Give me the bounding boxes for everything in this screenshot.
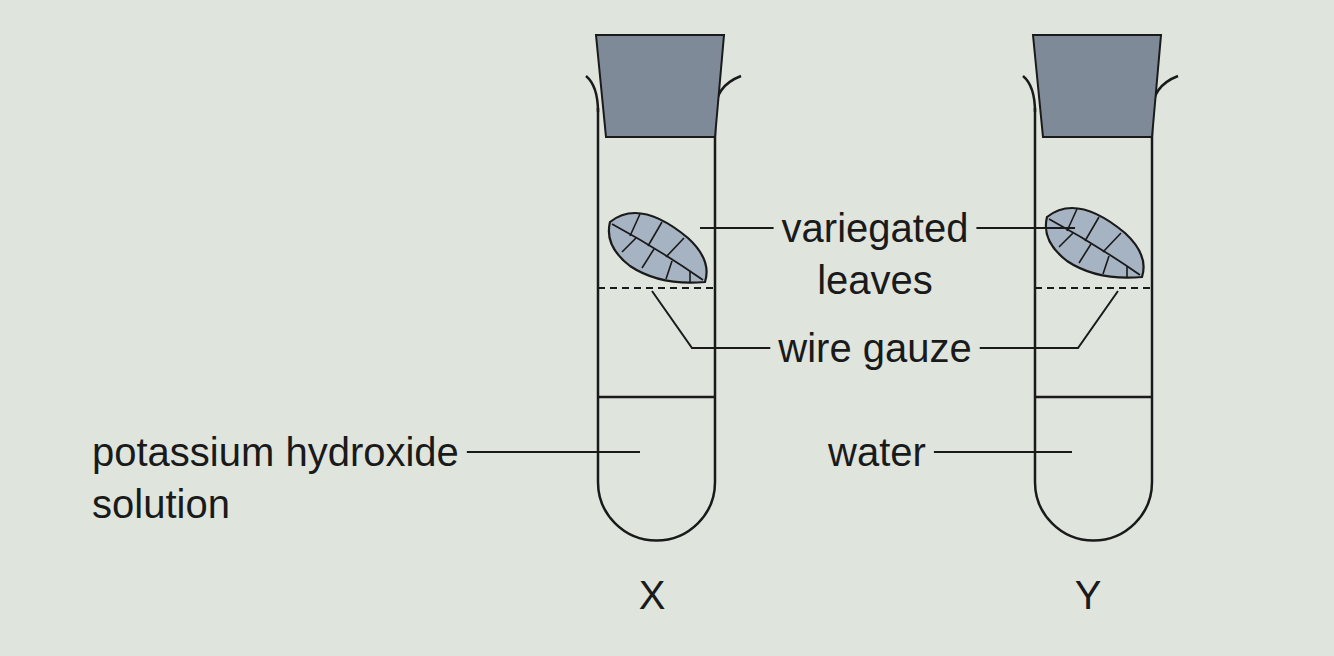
- leader-line: [976, 227, 1075, 229]
- part-label-box: water: [800, 426, 954, 478]
- part-label: variegated leaves: [782, 206, 969, 302]
- leader-line: [652, 291, 770, 348]
- part-label-box: potassium hydroxide solution: [92, 426, 562, 530]
- tube-letter-box: X: [612, 569, 692, 621]
- leader-line: [467, 451, 640, 453]
- part-label-box: variegated leaves: [755, 202, 995, 306]
- leader-line: [934, 451, 1072, 453]
- part-label: water: [828, 430, 926, 474]
- tube-letter: Y: [1075, 573, 1102, 617]
- leader-line: [700, 227, 774, 229]
- part-label-box: wire gauze: [755, 322, 995, 374]
- part-label: potassium hydroxide solution: [92, 430, 459, 526]
- test-tube-x: [586, 35, 741, 541]
- tube-letter-box: Y: [1048, 569, 1128, 621]
- leader-line: [980, 291, 1118, 348]
- test-tube-y: [1023, 35, 1178, 541]
- part-label: wire gauze: [778, 326, 971, 370]
- tube-letter: X: [639, 573, 666, 617]
